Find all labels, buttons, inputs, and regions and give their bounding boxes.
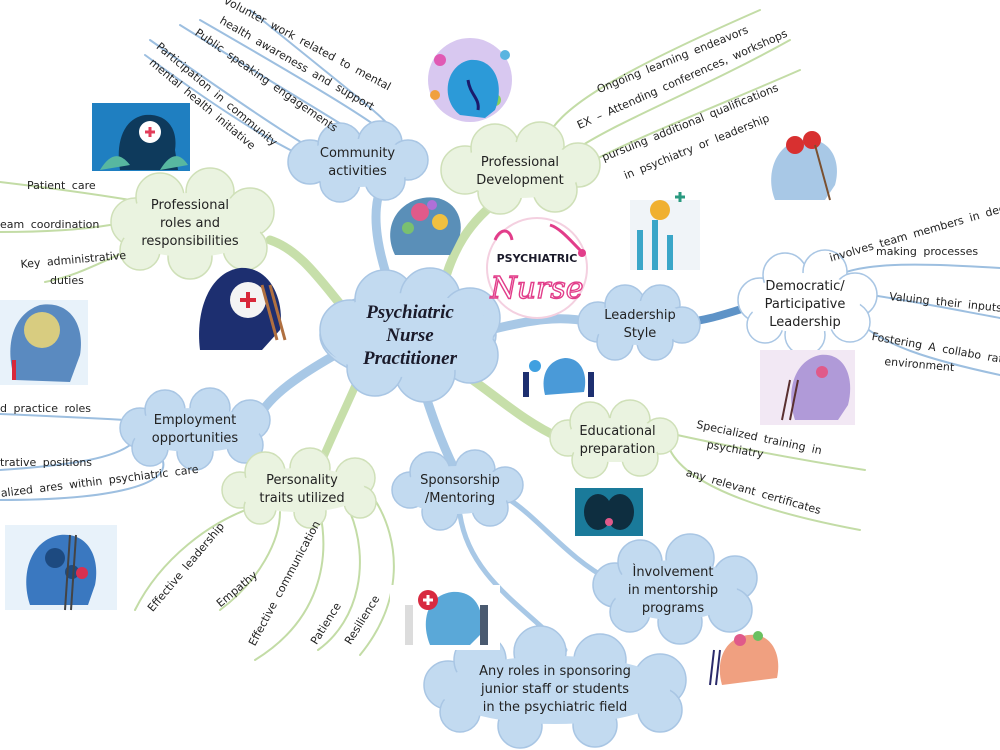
cloud-leadership-sub xyxy=(737,249,878,356)
node-employment-opportunities[interactable]: Employment opportunities xyxy=(125,410,265,450)
cloud-sponsorship xyxy=(391,449,524,531)
node-personality-traits[interactable]: Personality traits utilized xyxy=(232,470,372,510)
cloud-professional-dev xyxy=(440,121,601,215)
node-leadership-style-label: Leadership Style xyxy=(604,308,676,341)
leaf-roles-1: Patient care xyxy=(27,179,96,192)
leaf-roles-2: eam coordination xyxy=(0,218,100,231)
branch-employment xyxy=(253,350,340,423)
center-topic-label: Psychiatric Nurse Practitioner xyxy=(363,301,457,369)
cloud-education xyxy=(549,399,679,479)
cloud-sponsor-sub2 xyxy=(423,625,687,749)
cloud-sponsor-sub1 xyxy=(592,533,758,645)
node-professional-roles-label: Professional roles and responsibilities xyxy=(141,198,239,249)
cloud-roles xyxy=(110,167,275,280)
illustration-stethoscope-head xyxy=(199,267,287,350)
branch-roles xyxy=(265,235,350,315)
node-leadership-style[interactable]: Leadership Style xyxy=(585,305,695,345)
center-topic: Psychiatric Nurse Practitioner xyxy=(330,295,490,375)
logo-line1: PSYCHIATRIC xyxy=(497,252,578,265)
node-educational-preparation-label: Educational preparation xyxy=(579,424,656,457)
illustration-gears-head xyxy=(5,525,117,611)
leaf-employment-2: trative positions xyxy=(0,456,93,469)
illustration-medical-team-large xyxy=(390,585,500,650)
node-sponsoring-roles[interactable]: Any roles in sponsoring junior staff or … xyxy=(440,660,670,720)
illustration-tree-head xyxy=(0,300,88,385)
node-community-activities[interactable]: Community activities xyxy=(295,143,420,183)
node-sponsorship-mentoring-label: Sponsorship /Mentoring xyxy=(420,473,500,506)
illustration-medical-team-small xyxy=(523,358,594,397)
node-professional-development-label: Professional Development xyxy=(476,155,564,188)
cloud-personality xyxy=(221,447,377,529)
illustration-head-garden xyxy=(709,631,779,686)
node-employment-opportunities-label: Employment opportunities xyxy=(151,413,239,446)
cloud-community xyxy=(287,120,429,203)
node-democratic-leadership[interactable]: Democratic/ Participative Leadership xyxy=(745,275,865,335)
node-professional-development[interactable]: Professional Development xyxy=(455,152,585,192)
node-community-activities-label: Community activities xyxy=(319,146,396,179)
psychiatric-nurse-logo: PSYCHIATRIC Nurse xyxy=(486,217,588,319)
node-professional-roles[interactable]: Professional roles and responsibilities xyxy=(115,192,265,256)
leaf-employment-1: d practice roles xyxy=(0,402,92,415)
node-sponsoring-roles-label: Any roles in sponsoring junior staff or … xyxy=(479,664,631,715)
node-sponsorship-mentoring[interactable]: Sponsorship /Mentoring xyxy=(400,470,520,510)
leaf-leadership-2: making processes xyxy=(876,245,979,258)
node-personality-traits-label: Personality traits utilized xyxy=(259,473,345,506)
leaf-roles-4: duties xyxy=(50,274,84,287)
illustration-colorful-head xyxy=(428,38,512,122)
illustration-brain-puzzle xyxy=(575,488,643,536)
node-educational-preparation[interactable]: Educational preparation xyxy=(560,421,675,461)
cloud-leadership xyxy=(577,284,701,361)
illustration-brain-flowers xyxy=(390,197,461,255)
branch-leadership xyxy=(485,314,595,335)
node-mentorship-programs-label: Ìnvolvement in mentorship programs xyxy=(627,565,719,616)
center-cloud xyxy=(319,267,501,403)
illustration-heart-head xyxy=(92,103,190,171)
cloud-employment xyxy=(119,387,271,471)
logo-line2: Nurse xyxy=(489,271,583,306)
illustration-head-hearts xyxy=(771,131,837,201)
node-mentorship-programs[interactable]: Ìnvolvement in mentorship programs xyxy=(608,562,738,620)
illustration-doctors-chart xyxy=(630,192,700,270)
illustration-head-ladder-pink xyxy=(760,350,855,425)
node-democratic-leadership-label: Democratic/ Participative Leadership xyxy=(764,279,846,330)
